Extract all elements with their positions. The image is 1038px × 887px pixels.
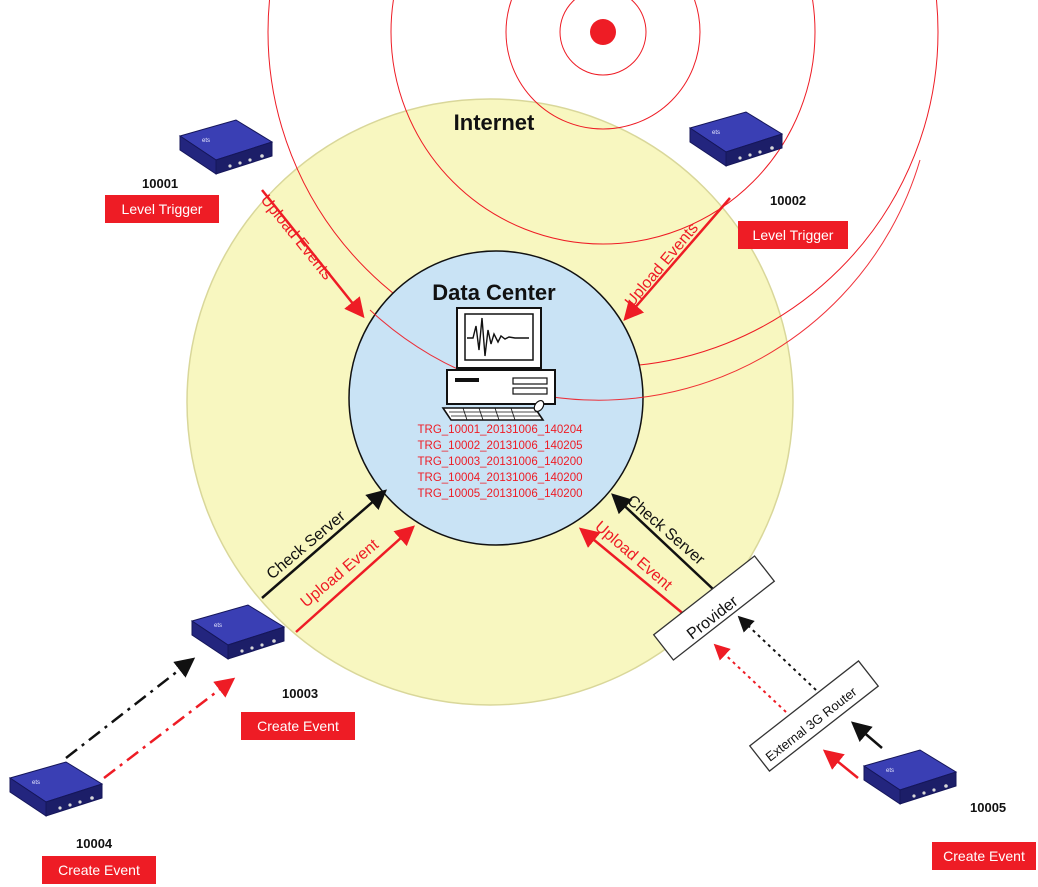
node-id-10002: 10002: [770, 193, 807, 208]
trg-file: TRG_10005_20131006_140200: [417, 488, 583, 500]
device-10003: [191, 604, 285, 660]
device-10002: [689, 111, 783, 167]
upload-event-arrow-10005: [578, 527, 687, 617]
tag-level-trigger-10001: Level Trigger: [105, 195, 219, 223]
node-id-10005: 10005: [970, 800, 1007, 815]
trg-file: TRG_10004_20131006_140200: [417, 472, 583, 484]
tag-create-event-10003: Create Event: [241, 712, 355, 740]
device10004-to-10003-red: [103, 677, 236, 779]
computer-icon: [441, 307, 556, 421]
trg-file: TRG_10001_20131006_140204: [417, 424, 583, 436]
device10004-to-10003-black: [65, 657, 196, 759]
router-to-provider-black: [737, 615, 817, 691]
trg-file-list: TRG_10001_20131006_140204 TRG_10002_2013…: [370, 423, 630, 503]
node-id-10001: 10001: [142, 176, 179, 191]
upload-events-arrow-10001: [261, 189, 365, 319]
datacenter-label: Data Center: [432, 280, 556, 305]
tag-level-trigger-10002: Level Trigger: [738, 221, 848, 249]
tag-create-event-10005: Create Event: [932, 842, 1036, 870]
device-10004: [9, 761, 103, 817]
device10005-to-router-red: [822, 749, 859, 779]
node-id-10004: 10004: [76, 836, 113, 851]
device-10001: [179, 119, 273, 175]
upload-event-arrow-10003: [295, 525, 415, 633]
device-10005: [863, 749, 957, 805]
trg-file: TRG_10002_20131006_140205: [417, 440, 583, 452]
device10005-to-router-black: [850, 721, 883, 749]
router-box: [748, 659, 880, 773]
tag-create-event-10004: Create Event: [42, 856, 156, 884]
check-server-arrow-left: [261, 489, 388, 599]
check-server-arrow-right: [611, 493, 715, 591]
node-id-10003: 10003: [282, 686, 319, 701]
upload-events-arrow-10002: [623, 197, 731, 322]
router-to-provider-red: [713, 643, 787, 713]
provider-box: [652, 555, 776, 661]
trg-file: TRG_10003_20131006_140200: [417, 456, 583, 468]
internet-label: Internet: [454, 110, 535, 135]
signal-source-dot: [590, 19, 616, 45]
